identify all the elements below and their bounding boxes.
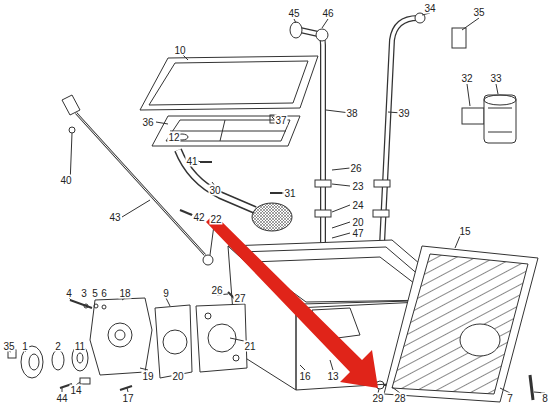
callout-number: 44 <box>55 393 68 404</box>
callout-number: 1 <box>21 341 29 352</box>
callout-number: 15 <box>458 226 471 237</box>
callout-number: 18 <box>118 288 131 299</box>
callout-number: 20 <box>171 371 184 382</box>
callout-number: 30 <box>208 185 221 196</box>
callout-number: 40 <box>59 175 72 186</box>
callout-number: 43 <box>108 212 121 223</box>
callout-number: 35 <box>2 341 15 352</box>
callout-number: 16 <box>298 371 311 382</box>
callout-number: 42 <box>192 212 205 223</box>
callout-number: 46 <box>321 8 334 19</box>
callout-number: 24 <box>351 200 364 211</box>
callout-number: 33 <box>489 73 502 84</box>
callout-number: 21 <box>243 341 256 352</box>
callout-number: 5 <box>91 288 99 299</box>
callout-number: 26 <box>210 285 223 296</box>
callout-number: 37 <box>274 115 287 126</box>
callout-number: 29 <box>371 393 384 404</box>
callout-number: 6 <box>100 288 108 299</box>
callout-number: 36 <box>141 117 154 128</box>
callout-number: 35 <box>472 7 485 18</box>
callout-number: 10 <box>173 45 186 56</box>
callout-number: 7 <box>506 393 514 404</box>
callout-number: 8 <box>541 393 549 404</box>
callout-number: 12 <box>167 132 180 143</box>
callout-number: 22 <box>209 214 222 225</box>
callout-number: 9 <box>162 288 170 299</box>
callout-number: 3 <box>80 288 88 299</box>
callout-number: 26 <box>349 163 362 174</box>
callout-number: 17 <box>121 393 134 404</box>
callout-number: 2 <box>54 341 62 352</box>
callout-number: 11 <box>74 341 86 352</box>
callout-number: 13 <box>326 371 339 382</box>
callout-number: 4 <box>65 288 73 299</box>
callout-number: 38 <box>345 108 358 119</box>
callout-number: 32 <box>460 73 473 84</box>
callout-number: 27 <box>233 293 246 304</box>
callout-number: 19 <box>141 371 154 382</box>
callout-number: 14 <box>69 385 82 396</box>
callout-number: 34 <box>423 3 436 14</box>
callout-number: 39 <box>397 108 410 119</box>
callout-number: 20 <box>351 217 364 228</box>
callout-number: 28 <box>393 393 406 404</box>
callout-number: 23 <box>351 181 364 192</box>
callout-number: 45 <box>287 8 300 19</box>
callout-number: 47 <box>351 228 364 239</box>
callout-number: 41 <box>185 156 198 167</box>
callout-number: 31 <box>283 188 296 199</box>
